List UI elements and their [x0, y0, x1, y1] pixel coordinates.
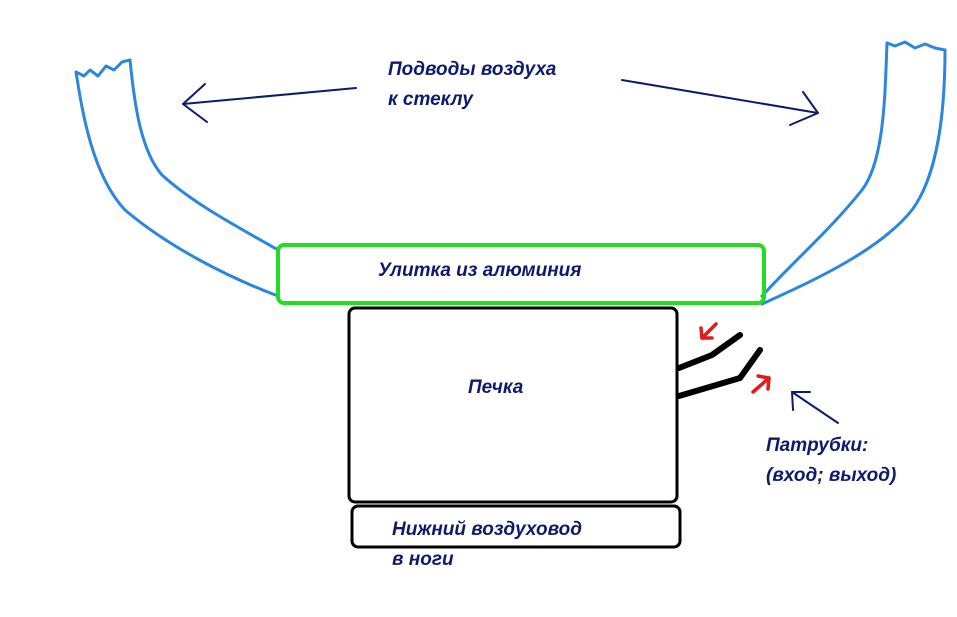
- air-ducts-label-line1: Подводы воздуха: [388, 59, 557, 80]
- snail-box: [276, 243, 766, 305]
- lower-duct-box: [350, 504, 682, 549]
- lower-duct-label-line1: Нижний воздуховод: [392, 519, 582, 540]
- pipes-label-line1: Патрубки:: [766, 435, 869, 456]
- pipe-outlet: [676, 347, 763, 399]
- pipes: [676, 332, 763, 399]
- lower-duct-label-line2: в ноги: [392, 549, 454, 570]
- right-duct-arrow-icon: [621, 79, 819, 126]
- inlet-arrow-icon: [699, 322, 718, 340]
- air-ducts-label-line2: к стеклу: [388, 89, 473, 110]
- pipes-arrow-icon: [791, 391, 839, 424]
- outlet-arrow-icon: [751, 374, 771, 394]
- heater-label: Печка: [468, 377, 524, 398]
- pipes-label-line2: (вход; выход): [766, 465, 897, 486]
- heater-box: [347, 306, 679, 504]
- snail-label: Улитка из алюминия: [378, 260, 582, 281]
- pipe-inlet: [676, 332, 743, 371]
- left-duct-arrow-icon: [182, 83, 357, 123]
- right-air-duct: [760, 40, 947, 306]
- left-air-duct: [74, 58, 280, 298]
- label-arrows: [182, 79, 839, 424]
- flow-arrows: [699, 322, 771, 394]
